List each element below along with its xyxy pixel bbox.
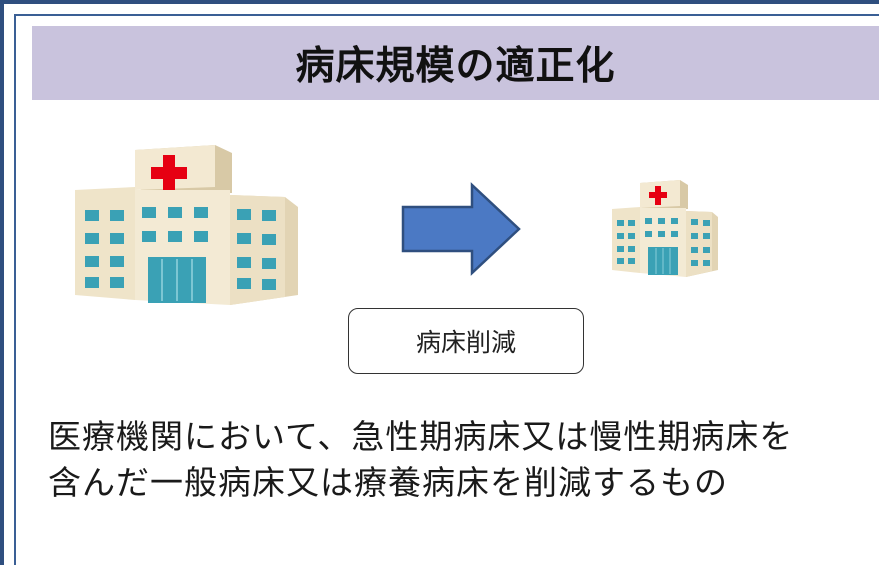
small-hospital-icon <box>612 180 718 277</box>
large-hospital-icon <box>75 145 298 305</box>
description-text: 医療機関において、急性期病床又は慢性期病床を 含んだ一般病床又は療養病床を削減す… <box>48 414 868 506</box>
title-band: 病床規模の適正化 <box>32 26 879 100</box>
inner-frame <box>14 14 879 565</box>
bed-reduction-label-box: 病床削減 <box>348 308 584 374</box>
right-arrow-icon <box>401 182 521 276</box>
description-line-2: 含んだ一般病床又は療養病床を削減するもの <box>48 463 728 502</box>
page-title: 病床規模の適正化 <box>295 44 616 89</box>
description-line-1: 医療機関において、急性期病床又は慢性期病床を <box>48 417 794 456</box>
bed-reduction-label: 病床削減 <box>415 328 516 357</box>
